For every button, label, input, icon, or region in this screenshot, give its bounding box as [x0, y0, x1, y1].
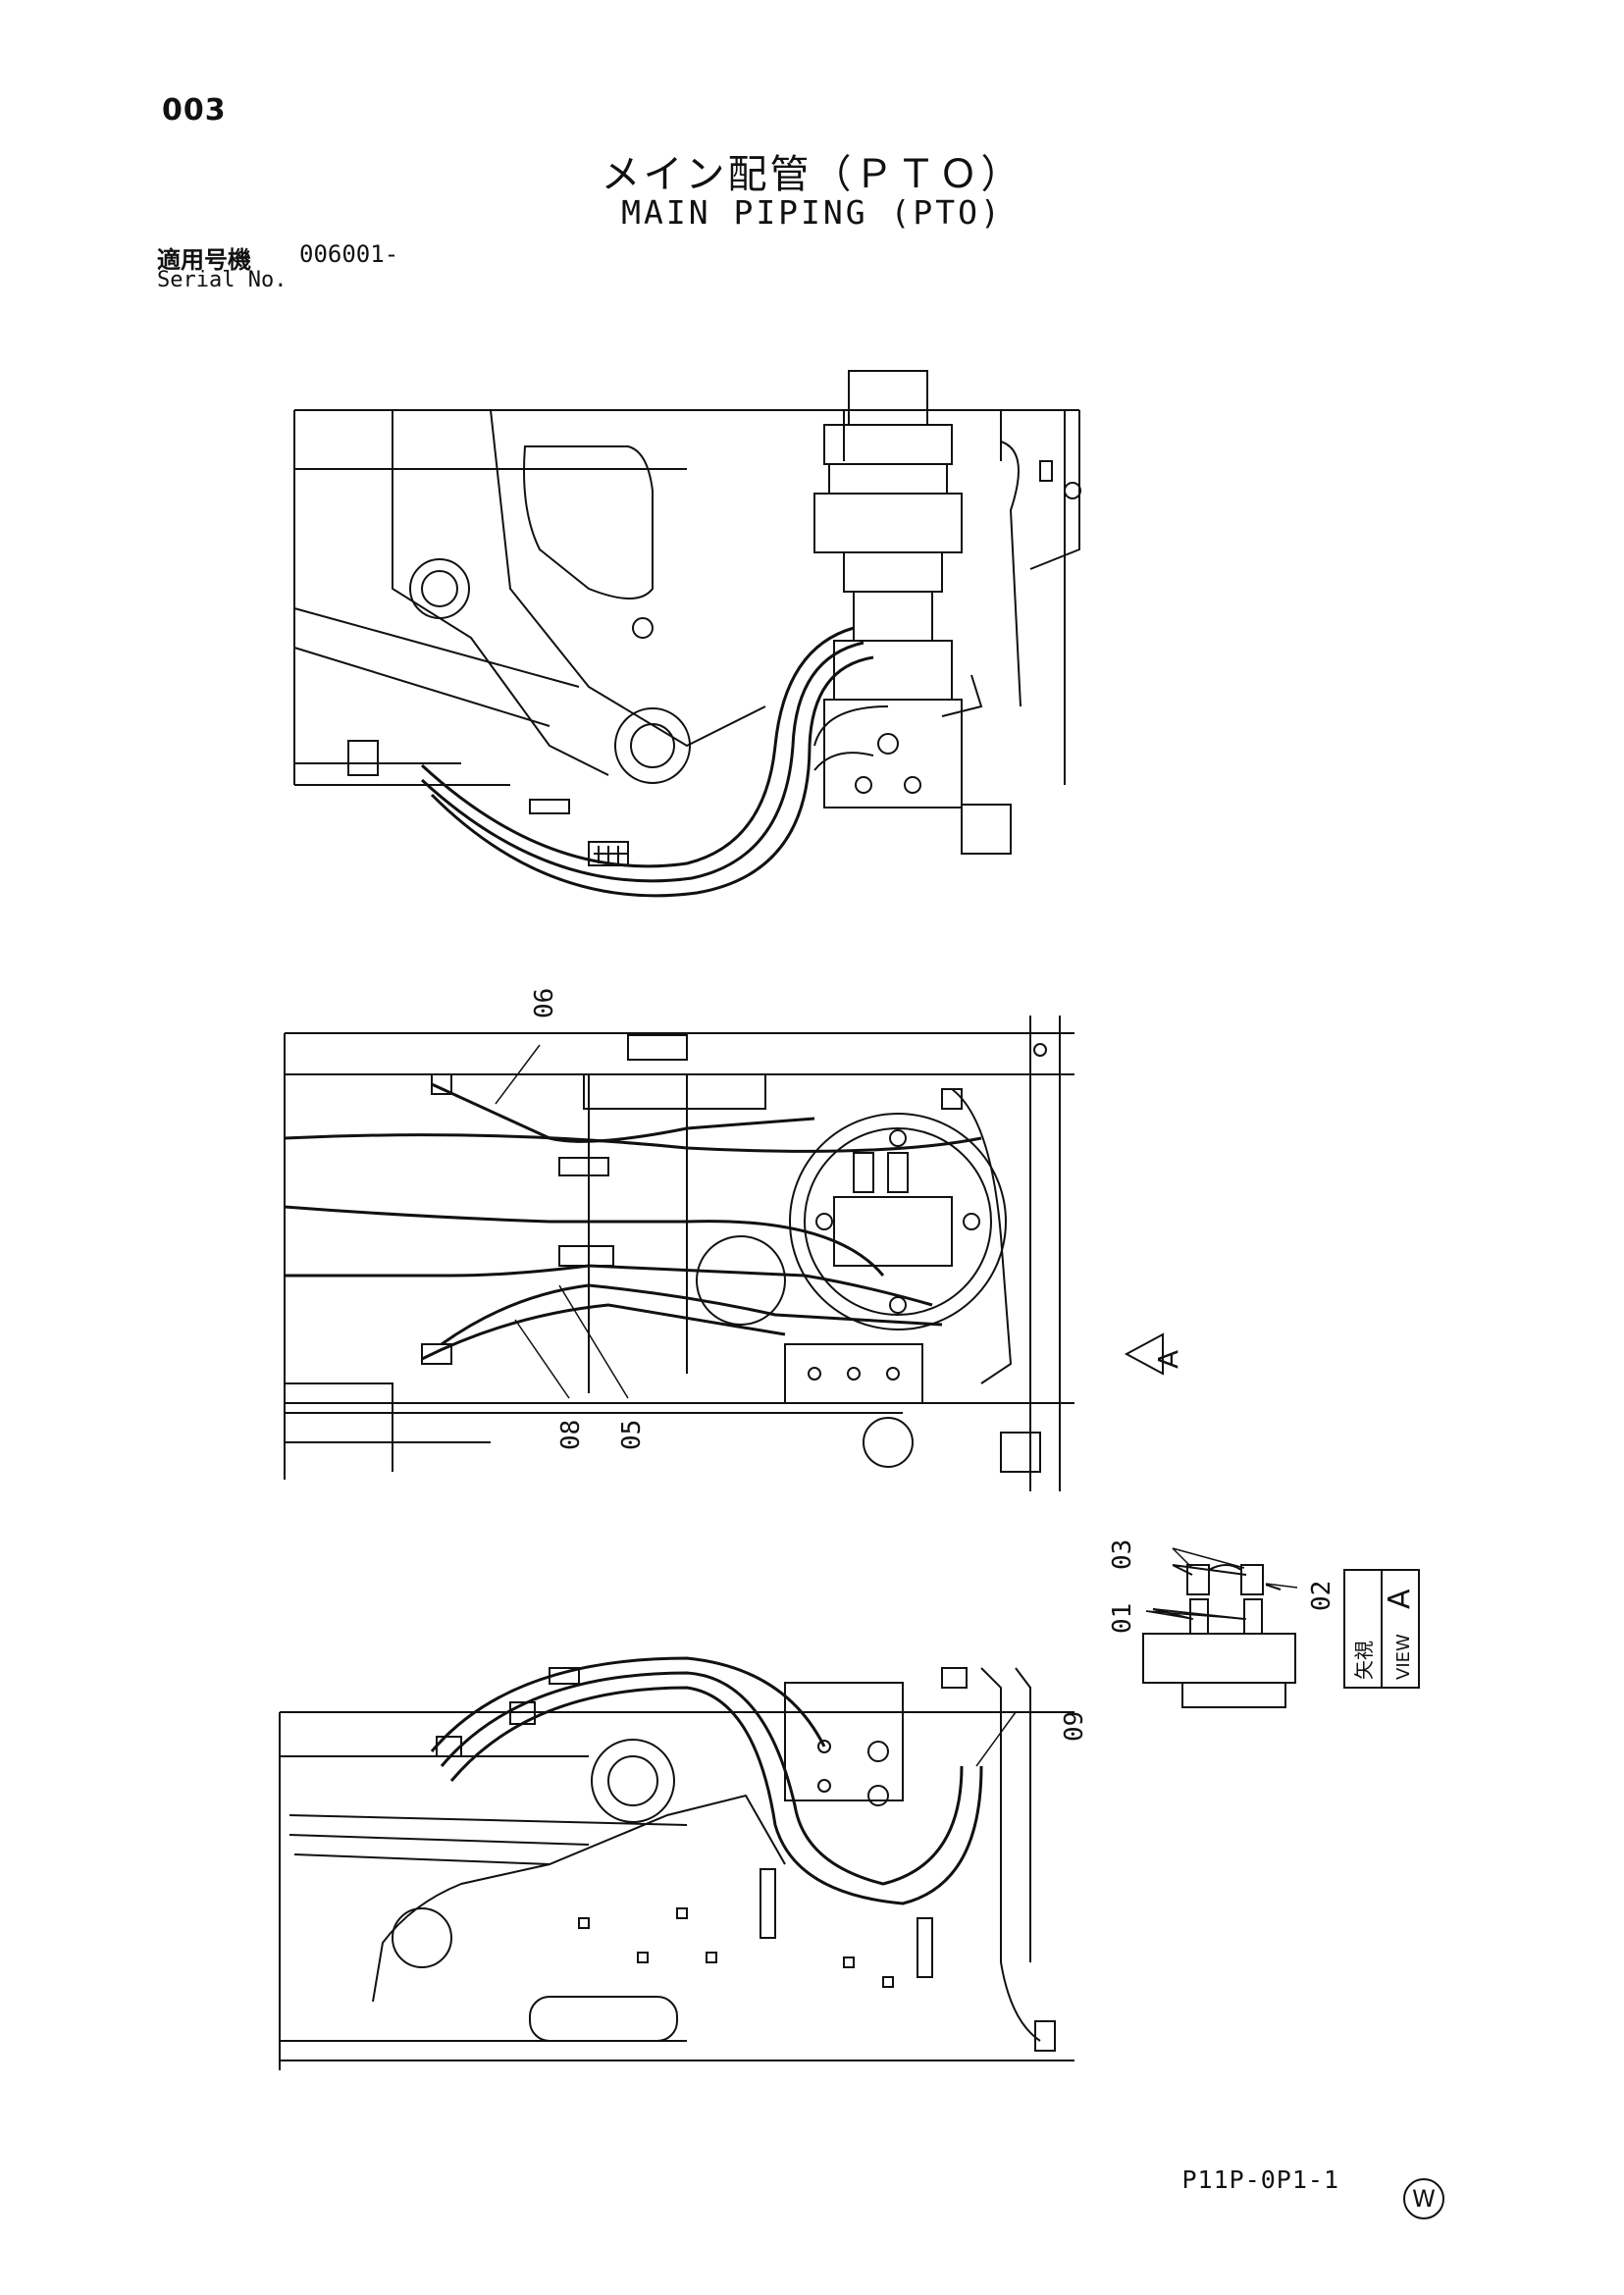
watermark-symbol: W	[1403, 2178, 1444, 2219]
serial-label-english: Serial No.	[157, 268, 288, 292]
page-number: 003	[162, 93, 227, 128]
title-english: MAIN PIPING (PTO)	[621, 193, 1003, 232]
top-view	[293, 370, 1081, 898]
callout-03: 03	[1108, 1539, 1137, 1570]
middle-view	[284, 1016, 1074, 1491]
callout-02: 02	[1307, 1581, 1336, 1611]
serial-label-japanese: 適用号機	[157, 246, 251, 274]
bottom-view	[279, 1656, 1074, 2070]
view-a-arrow	[1124, 1332, 1164, 1376]
detail-view-a	[1142, 1564, 1420, 1708]
callout-09: 09	[1060, 1711, 1089, 1742]
callout-leaders	[495, 1044, 1298, 1767]
drawing-code: P11P-0P1-1	[1181, 2165, 1339, 2194]
title-japanese: メイン配管（ＰＴＯ）	[601, 152, 1023, 197]
view-box-letter: A	[1383, 1589, 1417, 1609]
serial-number-value: 006001-	[299, 240, 399, 268]
callout-05: 05	[617, 1420, 647, 1450]
view-box-english: VIEW	[1393, 1634, 1414, 1680]
callout-01: 01	[1108, 1603, 1137, 1634]
callout-06: 06	[530, 988, 559, 1018]
view-box-japanese: 矢視	[1352, 1641, 1376, 1680]
view-arrow-letter: A	[1152, 1350, 1184, 1369]
callout-08: 08	[556, 1420, 586, 1450]
